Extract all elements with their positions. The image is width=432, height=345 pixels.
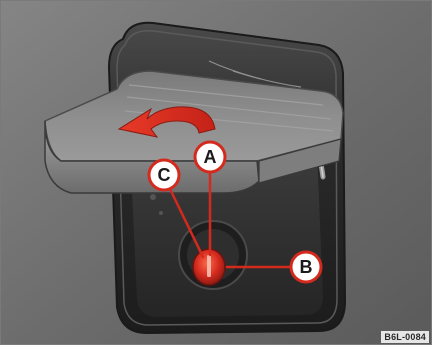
screw-mark xyxy=(150,194,156,200)
callout-a: A xyxy=(195,142,225,172)
callout-c: C xyxy=(149,160,179,190)
callout-b: B xyxy=(291,252,321,282)
callout-a-label: A xyxy=(204,147,217,167)
callout-b-label: B xyxy=(300,257,313,277)
callout-c-label: C xyxy=(158,165,171,185)
reference-code: B6L-0084 xyxy=(381,331,429,343)
